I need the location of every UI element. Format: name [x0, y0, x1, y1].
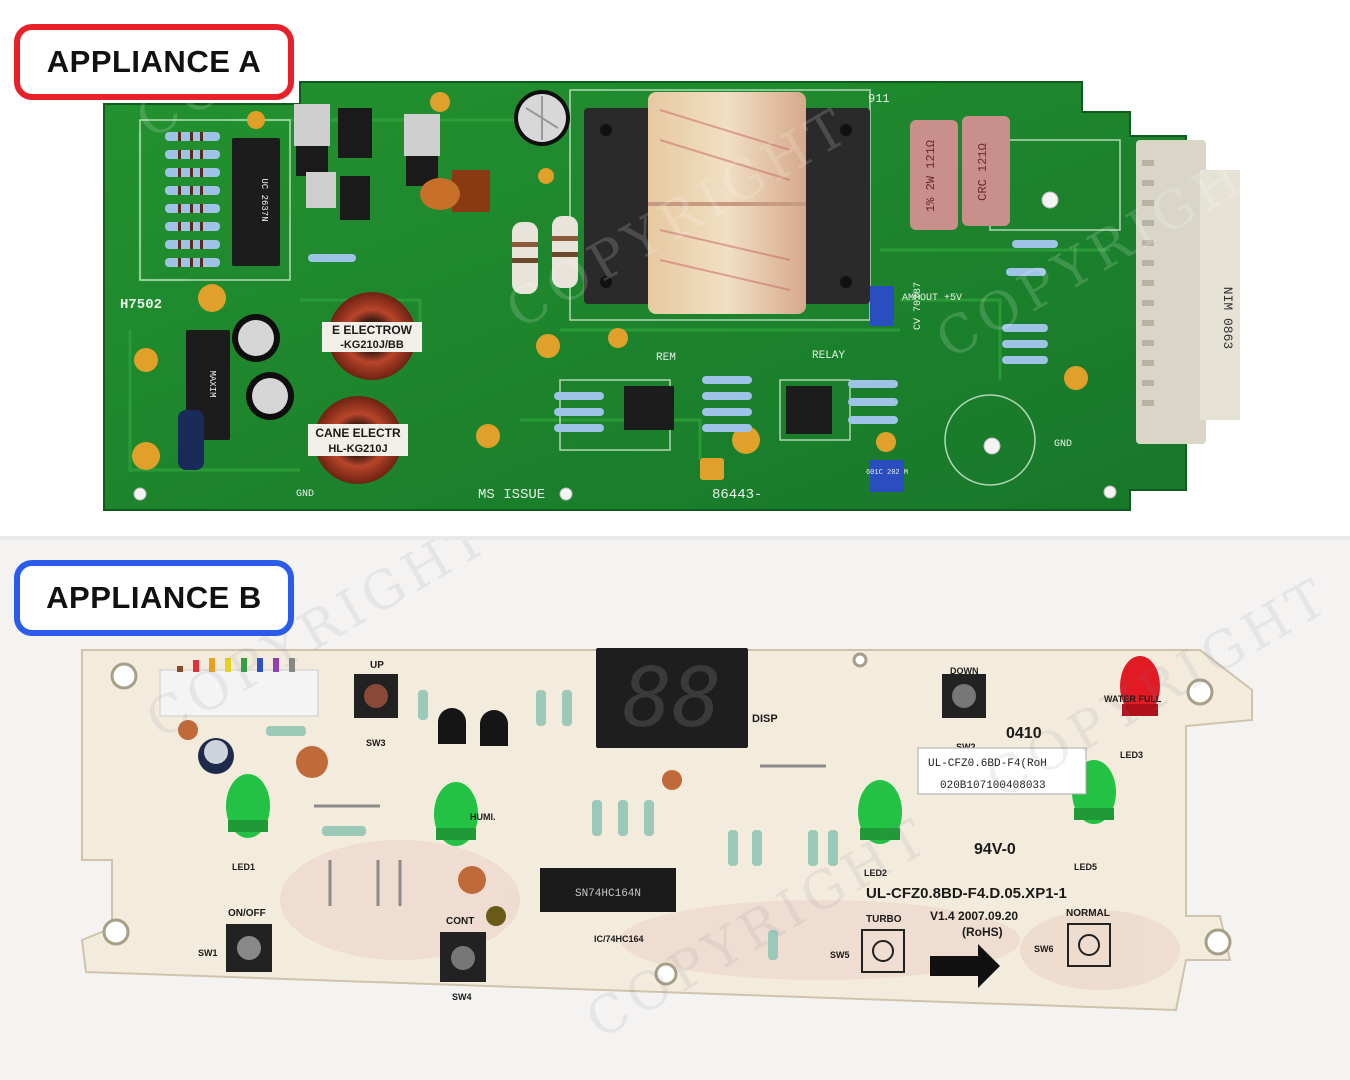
silk-chip-label: IC/74HC164 [594, 934, 644, 944]
svg-text:MAXIM: MAXIM [207, 370, 217, 397]
silk-rem: REM [656, 352, 676, 364]
silk-cv: CV 70287 [913, 282, 924, 330]
silk-sw4: SW4 [452, 992, 472, 1002]
arrow-right-icon [930, 944, 1000, 988]
electrolytic-capacitor-top [514, 90, 570, 146]
pcb-board-b: 88 DISP UP SW3 DOWN SW2 ON/OFF SW1 CONT … [80, 540, 1342, 1051]
electrolytic-capacitors-left [178, 314, 294, 470]
toroid-inductor-2: CANE ELECTR HL-KG210J [308, 396, 408, 484]
ic-chip-u3 [624, 386, 674, 430]
silk-sw2: SW2 [956, 742, 976, 752]
led-green-humi [434, 782, 478, 846]
label-appliance-b: APPLIANCE B [14, 560, 294, 636]
silk-water-full: WATER FULL [1104, 694, 1162, 704]
resistor-array-center [308, 240, 1058, 432]
pcb-board-a: UC 2637N MAXIM [103, 0, 1292, 511]
silk-disp: DISP [752, 713, 778, 725]
svg-text:020B107100408033: 020B107100408033 [940, 780, 1046, 792]
silk-normal: NORMAL [1066, 908, 1110, 919]
trimmer-pot-1 [870, 286, 894, 326]
silk-model: UL-CFZ0.8BD-F4.D.05.XP1-1 [866, 885, 1067, 902]
silk-led5: LED5 [1074, 862, 1097, 872]
pcb-substrate-b [80, 649, 1253, 1012]
silk-rohs: (RoHS) [962, 925, 1003, 939]
mounting-holes-a [133, 191, 1117, 501]
svg-text:CANE ELECTR: CANE ELECTR [315, 426, 401, 440]
ic-chip-u4 [786, 386, 832, 434]
svg-text:1% 2W 121Ω: 1% 2W 121Ω [924, 140, 938, 212]
silk-sw3: SW3 [366, 738, 386, 748]
tact-switch-up [354, 674, 398, 718]
edge-connector: NIM 0863 [1136, 140, 1240, 444]
svg-text:NIM 0863: NIM 0863 [1220, 287, 1235, 349]
seven-segment-display: 88 [596, 648, 748, 748]
silk-ampout: AMPOUT +5V [902, 293, 962, 304]
silk-led3: LED3 [1120, 750, 1143, 760]
silk-rev: 911 [868, 92, 890, 106]
silk-gnd: GND [296, 489, 314, 500]
led-green-2 [858, 780, 902, 844]
svg-text:601C 202 M: 601C 202 M [866, 469, 908, 477]
silk-gnd-2: GND [1054, 439, 1072, 450]
silk-humi: HUMI. [470, 812, 496, 822]
svg-text:SN74HC164N: SN74HC164N [575, 888, 641, 900]
silk-led2: LED2 [864, 868, 887, 878]
svg-text:HL-KG210J: HL-KG210J [328, 443, 387, 455]
axial-resistors-white [512, 216, 578, 294]
silk-code: 0410 [1006, 725, 1042, 742]
ic-chip-uc2637: UC 2637N [232, 138, 280, 266]
silk-up: UP [370, 660, 384, 671]
silk-part-no: 86443- [712, 487, 762, 503]
power-resistors: 1% 2W 121Ω CRC 121Ω [910, 116, 1010, 230]
transistors-b [438, 708, 508, 746]
tact-switch-cont [440, 932, 486, 982]
svg-text:-KG210J/BB: -KG210J/BB [340, 339, 404, 351]
tact-switch-normal [1067, 923, 1111, 967]
silk-down: DOWN [950, 666, 979, 676]
toroid-inductor-1: E ELECTROW -KG210J/BB [322, 292, 422, 380]
resistors-b [266, 690, 838, 960]
svg-text:UL-CFZ0.6BD-F4(RoH: UL-CFZ0.6BD-F4(RoH [928, 758, 1047, 770]
silk-rating: 94V-0 [974, 841, 1016, 858]
silk-sw1: SW1 [198, 948, 218, 958]
svg-text:CRC 121Ω: CRC 121Ω [976, 143, 990, 201]
silk-h-code: H7502 [120, 297, 162, 313]
transformer [584, 92, 870, 314]
led-green-1 [226, 774, 270, 838]
svg-text:88: 88 [623, 651, 722, 746]
silk-turbo: TURBO [866, 914, 902, 925]
tact-switch-turbo [861, 929, 905, 973]
silk-sw5: SW5 [830, 950, 850, 960]
wire-connector [159, 658, 319, 717]
silk-relay: RELAY [812, 350, 845, 362]
capacitors-b [178, 720, 682, 926]
label-sticker: UL-CFZ0.6BD-F4(RoH 020B107100408033 [917, 747, 1087, 795]
svg-text:E ELECTROW: E ELECTROW [332, 323, 413, 337]
ic-chip-74hc164: SN74HC164N [540, 868, 676, 912]
ceramic-capacitors-a [132, 92, 1088, 480]
trimmer-pot-2 [870, 460, 904, 492]
resistor-array-left [165, 132, 220, 267]
silk-version: V1.4 2007.09.20 [930, 909, 1018, 923]
label-appliance-a: APPLIANCE A [14, 24, 294, 100]
tact-switch-down [942, 674, 986, 718]
led-red-water-full [1120, 656, 1160, 716]
panel-divider [0, 536, 1350, 540]
silk-ms-issue: MS ISSUE [478, 487, 545, 503]
silk-onoff: ON/OFF [228, 908, 266, 919]
jumper-wires-b [314, 764, 826, 906]
silk-cont: CONT [446, 916, 474, 927]
photo-appliance-a: UC 2637N MAXIM [0, 0, 1350, 536]
tact-switch-onoff [226, 924, 272, 972]
voltage-regulators [294, 104, 490, 220]
silk-sw6: SW6 [1034, 944, 1054, 954]
svg-text:UC 2637N: UC 2637N [259, 178, 269, 221]
mounting-holes-b [102, 652, 1232, 986]
silk-led1: LED1 [232, 862, 255, 872]
